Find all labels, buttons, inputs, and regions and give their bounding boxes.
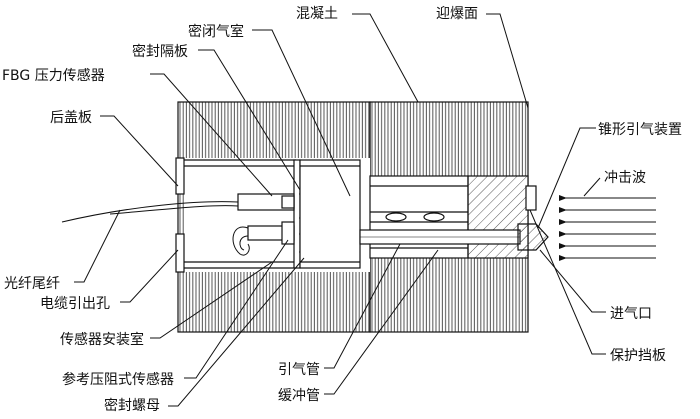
label-fiber-pigtail: 光纤尾纤	[4, 276, 60, 292]
fbg-sensor	[237, 193, 295, 211]
label-blast-face: 迎爆面	[436, 6, 478, 22]
label-rear-cover: 后盖板	[50, 110, 92, 126]
label-guide-tube: 引气管	[278, 362, 320, 378]
cone-intake-device	[517, 223, 549, 251]
label-sealed-diaphragm: 密封隔板	[132, 43, 188, 60]
cable	[232, 226, 250, 256]
label-cone-intake: 锥形引气装置	[598, 122, 682, 138]
shock-wave-arrows	[559, 195, 656, 261]
label-seal-nut: 密封螺母	[104, 397, 160, 414]
label-sealed-chamber: 密闭气室	[188, 23, 244, 40]
ref-piezo-sensor	[247, 221, 295, 245]
label-cable-hole: 电缆引出孔	[40, 296, 110, 312]
label-buffer-tube: 缓冲管	[278, 388, 320, 404]
label-concrete: 混凝土	[296, 6, 338, 22]
rear-cover-plate	[175, 157, 185, 273]
buffer-tube	[369, 175, 469, 259]
label-ref-piezo: 参考压阻式传感器	[62, 371, 174, 388]
sealed-chamber	[299, 159, 361, 269]
sensor-chamber-walls	[184, 159, 296, 269]
leader-lines	[74, 13, 606, 407]
label-protective-plate: 保护挡板	[610, 348, 666, 364]
label-air-inlet: 进气口	[610, 306, 652, 322]
label-shock-wave: 冲击波	[604, 170, 646, 186]
protective-plate	[525, 185, 537, 211]
optical-fiber	[61, 201, 239, 223]
guide-tube	[359, 229, 521, 245]
label-fbg-sensor: FBG 压力传感器	[2, 67, 105, 84]
cable-inner	[239, 235, 249, 251]
shock-wave-leader	[583, 177, 601, 197]
label-sensor-chamber: 传感器安装室	[60, 331, 144, 348]
